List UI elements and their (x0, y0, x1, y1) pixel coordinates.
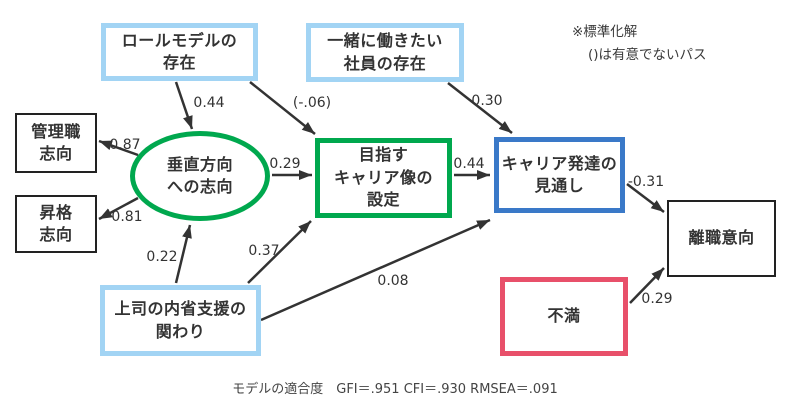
node-promotion-orientation-label: 昇格 志向 (39, 202, 73, 244)
arrow-supervisor-to-outlook (260, 218, 491, 322)
node-career-image-setting-label: 目指す キャリア像の 設定 (333, 145, 433, 210)
coef-dissatisfaction-to-turnover: 0.29 (641, 291, 673, 307)
coef-career-image-to-outlook: 0.44 (453, 156, 485, 172)
coef-coworker-to-outlook: 0.30 (471, 93, 503, 109)
node-management-orientation: 管理職 志向 (15, 113, 97, 173)
coef-supervisor-to-outlook: 0.08 (377, 273, 409, 289)
coef-vertical-to-career-image: 0.29 (269, 156, 301, 172)
node-management-orientation-label: 管理職 志向 (31, 121, 81, 163)
node-coworker-label: 一緒に働きたい 社員の存在 (327, 31, 443, 73)
node-supervisor-support: 上司の内省支援の 関わり (100, 285, 261, 356)
node-coworker: 一緒に働きたい 社員の存在 (306, 23, 464, 82)
node-dissatisfaction: 不満 (500, 277, 628, 356)
node-role-model-label: ロールモデルの 存在 (121, 30, 238, 72)
node-career-outlook-label: キャリア発達の 見通し (501, 153, 618, 195)
coef-role-to-vertical: 0.44 (193, 95, 225, 111)
node-vertical-orientation-label: 垂直方向 への志向 (166, 154, 233, 196)
coef-supervisor-to-career-image: 0.37 (248, 243, 280, 259)
model-fit-caption: モデルの適合度 GFI＝.951 CFI＝.930 RMSEA＝.091 (232, 382, 558, 397)
node-turnover-intention-label: 離職意向 (688, 228, 755, 248)
coef-supervisor-to-vertical: 0.22 (146, 249, 178, 265)
note-nonsignificant-paths: ()は有意でないパス (588, 47, 707, 63)
node-role-model: ロールモデルの 存在 (101, 23, 258, 81)
arrow-supervisor-to-vertical (174, 224, 192, 284)
node-dissatisfaction-label: 不満 (547, 306, 581, 326)
node-turnover-intention: 離職意向 (667, 200, 776, 277)
node-career-image-setting: 目指す キャリア像の 設定 (315, 138, 452, 218)
node-vertical-orientation: 垂直方向 への志向 (130, 131, 270, 221)
node-supervisor-support-label: 上司の内省支援の 関わり (114, 299, 247, 341)
arrow-role-to-vertical (174, 81, 194, 130)
coef-vertical-to-management: 0.87 (109, 137, 141, 153)
coef-outlook-to-turnover: -0.31 (627, 174, 665, 190)
coef-vertical-to-promotion: 0.81 (111, 209, 143, 225)
coef-role-to-career-image: (-.06) (292, 95, 332, 111)
node-promotion-orientation: 昇格 志向 (15, 195, 97, 253)
note-standardized-solution: ※標準化解 (572, 24, 638, 40)
node-career-outlook: キャリア発達の 見通し (494, 137, 625, 213)
